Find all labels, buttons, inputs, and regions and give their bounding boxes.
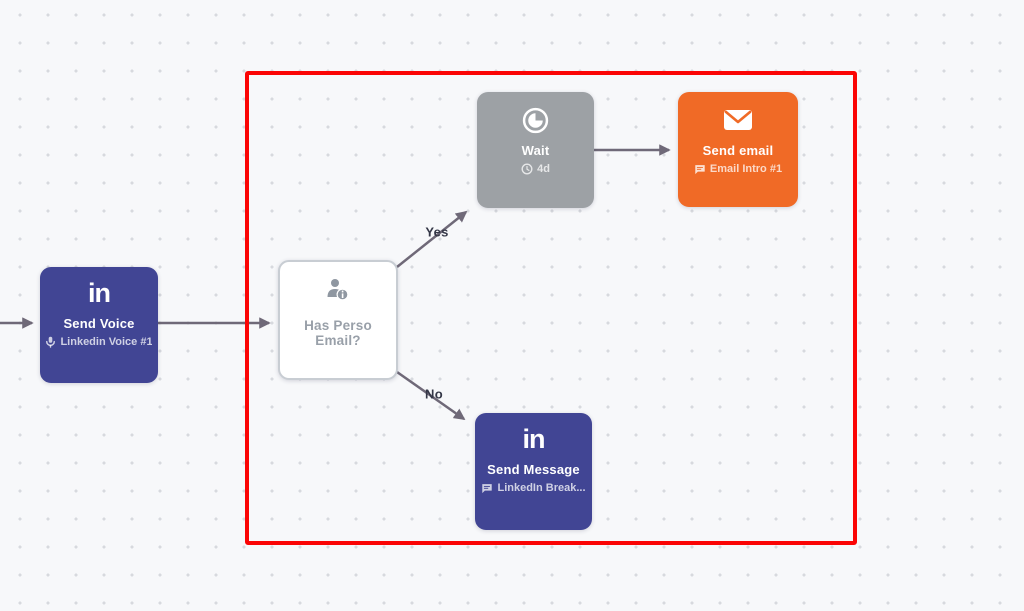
node-subtitle: 4d bbox=[537, 163, 550, 175]
message-bubble-icon bbox=[694, 163, 706, 175]
node-wait[interactable]: Wait 4d bbox=[477, 92, 594, 208]
edge-condition-yes-to-wait bbox=[396, 210, 468, 268]
edge-label-no: No bbox=[425, 386, 443, 402]
node-send-email[interactable]: Send email Email Intro #1 bbox=[678, 92, 798, 207]
node-has-perso-email[interactable]: Has Perso Email? bbox=[278, 260, 398, 380]
microphone-icon bbox=[46, 336, 56, 348]
node-send-voice[interactable]: in Send Voice Linkedin Voice #1 bbox=[40, 267, 158, 383]
timer-icon bbox=[522, 106, 549, 134]
linkedin-in-icon: in bbox=[88, 278, 111, 308]
node-subtitle: Linkedin Voice #1 bbox=[60, 336, 152, 348]
node-title: Send email bbox=[702, 143, 774, 158]
clock-icon bbox=[521, 163, 533, 175]
node-send-message[interactable]: in Send Message LinkedIn Break... bbox=[475, 413, 592, 530]
node-title: Has Perso Email? bbox=[304, 318, 372, 348]
edge-label-yes: Yes bbox=[425, 224, 449, 240]
node-subtitle: LinkedIn Break... bbox=[497, 482, 586, 494]
node-subtitle: Email Intro #1 bbox=[709, 163, 783, 175]
node-title: Send Voice bbox=[63, 316, 135, 331]
node-title: Wait bbox=[521, 143, 550, 158]
linkedin-in-icon: in bbox=[522, 424, 546, 454]
person-info-icon bbox=[323, 276, 353, 304]
envelope-icon bbox=[723, 106, 753, 134]
node-title: Send Message bbox=[487, 462, 580, 477]
message-bubble-icon bbox=[481, 482, 493, 494]
